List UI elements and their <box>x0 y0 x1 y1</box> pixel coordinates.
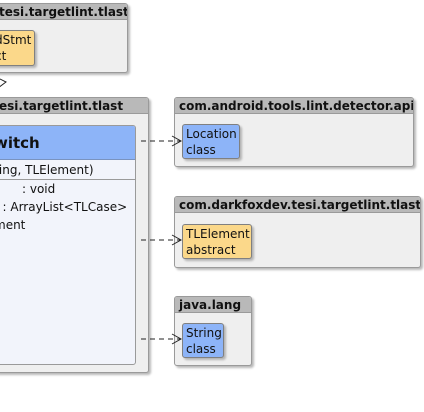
arrowhead-location-icon <box>171 135 183 147</box>
class-switch[interactable]: witch ring, TLElement) : void ) : ArrayL… <box>0 125 136 365</box>
class-switch-method-1: : void <box>22 182 56 196</box>
package-main-title: esi.targetlint.tlast <box>0 98 148 114</box>
class-tlelement-kind: abstract <box>186 243 236 257</box>
class-switch-title: witch <box>0 126 135 160</box>
class-string-name: String <box>186 326 222 340</box>
class-top-stmt[interactable]: dStmt ct <box>0 30 35 66</box>
package-lint-api[interactable]: com.android.tools.lint.detector.api Loca… <box>174 97 414 167</box>
package-tlast-title: com.darkfoxdev.tesi.targetlint.tlast <box>175 197 420 213</box>
package-tlast[interactable]: com.darkfoxdev.tesi.targetlint.tlast TLE… <box>174 196 421 268</box>
package-main[interactable]: esi.targetlint.tlast witch ring, TLEleme… <box>0 97 149 373</box>
class-location-name: Location <box>186 127 237 141</box>
package-java-lang-title: java.lang <box>175 297 251 313</box>
arrowhead-tlelement-icon <box>171 234 183 246</box>
class-switch-field: ment <box>0 218 26 232</box>
class-location[interactable]: Location class <box>182 124 240 159</box>
class-switch-method-2: ) : ArrayList<TLCase> <box>0 200 128 214</box>
class-location-kind: class <box>186 143 216 157</box>
package-top[interactable]: tesi.targetlint.tlast dStmt ct <box>0 3 128 73</box>
class-top-kind: ct <box>0 49 7 63</box>
arrowhead-string-icon <box>171 333 183 345</box>
package-top-title: tesi.targetlint.tlast <box>0 4 127 20</box>
class-tlelement-name: TLElement <box>186 227 250 241</box>
inheritance-triangle-icon <box>0 78 7 88</box>
class-string[interactable]: String class <box>182 323 224 358</box>
class-tlelement[interactable]: TLElement abstract <box>182 224 252 259</box>
class-top-name: dStmt <box>0 33 32 47</box>
class-switch-constructor: ring, TLElement) <box>0 160 135 180</box>
class-string-kind: class <box>186 342 216 356</box>
package-java-lang[interactable]: java.lang String class <box>174 296 252 366</box>
package-lint-api-title: com.android.tools.lint.detector.api <box>175 98 413 114</box>
